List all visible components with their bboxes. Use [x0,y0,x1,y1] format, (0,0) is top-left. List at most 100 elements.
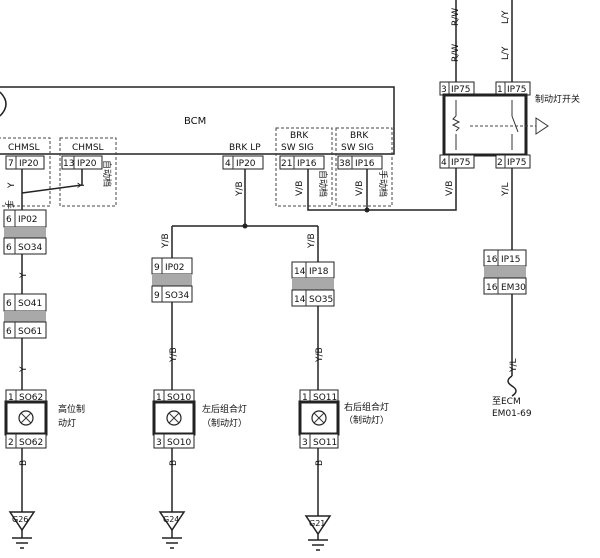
wires [21,0,513,516]
connector-code: SO41 [18,299,42,309]
pin-name-line1: BRK [350,131,369,141]
pin-number: 6 [6,299,12,309]
pin-number: 1 [156,393,162,403]
note-manual: 手动档 [377,170,389,197]
wire-color-labels: R/W R/W L/Y L/Y Y/B V/B Y/L Y/B Y/B Y Y … [19,8,519,466]
connector-code: SO10 [167,438,192,448]
wire-color-rw: R/W [451,8,461,26]
pin-name-line2: SW SIG [281,143,314,153]
connector-code: IP20 [77,159,97,169]
component-label: 右后组合灯 [344,401,389,413]
connector-code: IP75 [451,85,471,95]
component-label: 动灯 [58,418,76,429]
bcm-pin-brk-sw-sig-manual: BRK SW SIG 38 IP16 V/B 手动档 [335,127,393,207]
brake-light-switch: 3 IP75 1 IP75 4 IP75 2 IP75 制动灯开关 [439,81,580,169]
pin-number: 2 [497,158,503,168]
wire-continuation-icon [507,375,517,397]
wire-color-b: B [19,460,29,466]
wire-color-yb: Y/B [235,181,245,197]
pin-number: 21 [281,159,292,169]
wire-color-y: Y [19,272,29,279]
ground-icon [158,511,186,532]
left-rear-combination-lamp: 1 SO10 3 SO10 左后组合灯 （制动灯） [152,389,247,449]
wire-color-vb: V/B [295,181,305,196]
pin-number: 4 [225,159,231,169]
component-label: 高位制 [58,403,85,415]
pin-name: CHMSL [8,143,40,153]
wire-color-yl: Y/L [501,182,511,197]
pin-number: 6 [6,215,12,225]
connector-code: IP20 [236,159,256,169]
ecm-label: 至ECM [492,396,521,407]
pin-name-line2: SW SIG [341,143,374,153]
wire-color-yl: Y/L [509,358,519,373]
ground-g24: G24 [158,511,186,549]
pin-number: 38 [339,159,351,169]
ground-label: G21 [309,519,325,528]
wire-color-yb: Y/B [161,233,171,249]
connector-code: IP20 [19,159,39,169]
bcm-module: BCM [0,86,395,155]
pin-number: 6 [6,327,12,337]
pin-name: CHMSL [72,143,104,153]
right-rear-combination-lamp: 1 SO11 3 SO11 右后组合灯 （制动灯） [298,389,389,449]
pin-number: 2 [8,438,14,448]
ground-label: G24 [163,515,179,524]
connector-code: IP02 [165,263,185,273]
connector-ip15-em30: 16 IP15 16 EM30 [483,249,527,295]
connector-code: IP75 [451,158,471,168]
bcm-label: BCM [184,116,206,127]
connector-code: IP16 [355,159,375,169]
component-label: 制动灯开关 [535,93,580,105]
pin-name-line1: BRK [290,131,309,141]
ground-icon [304,515,332,536]
pin-number: 3 [156,438,162,448]
connector-code: IP02 [18,215,38,225]
wire-color-ly: L/Y [501,10,511,24]
connector-code: IP15 [501,255,521,265]
ground-g21: G21 [304,515,332,551]
pin-number: 13 [63,159,74,169]
connector-code: IP18 [309,267,329,277]
connector-code: SO62 [19,438,43,448]
ecm-pin-label: EM01-69 [492,409,532,419]
component-label: （制动灯） [344,414,389,426]
connector-code: IP75 [507,158,527,168]
ground-label: G26 [12,515,28,524]
ground-icon [8,511,36,532]
component-label: 左后组合灯 [202,403,247,415]
wire-color-yb: Y/B [307,233,317,249]
connector-ip18-so35: 14 IP18 14 SO35 [291,261,335,307]
connector-code: SO62 [19,393,43,403]
pin-number: 14 [294,267,306,277]
pin-number: 4 [441,158,447,168]
pin-number: 6 [6,243,12,253]
pin-name: BRK LP [229,143,261,153]
pin-number: 14 [294,295,306,305]
pin-number: 3 [302,438,308,448]
connector-ip02-so34: 6 IP02 6 SO34 [3,209,47,255]
connector-code: SO34 [18,243,43,253]
pin-number: 16 [486,283,498,293]
wire-color-ly: L/Y [501,46,511,60]
pin-number: 1 [497,85,503,95]
connector-code: SO34 [165,291,190,301]
wire-color-yb: Y/B [315,347,325,363]
note-auto: 自动档 [101,160,113,187]
connector-code: EM30 [501,283,526,293]
ecm-reference: 至ECM EM01-69 [492,375,532,419]
connector-code: SO11 [313,393,337,403]
connector-code: SO35 [309,295,333,305]
wire-color-y: Y [19,366,29,373]
connector-so41-so61: 6 SO41 6 SO61 [3,293,47,339]
wire-color-yb: Y/B [169,347,179,363]
pin-number: 1 [302,393,308,403]
pin-number: 1 [8,393,14,403]
ground-g26: G26 [8,511,36,549]
wire-color-vb: V/B [445,181,455,196]
wire-color-b: B [169,460,179,466]
wire-color-vb: V/B [355,181,365,196]
connector-code: IP16 [297,159,317,169]
note-auto: 自动档 [317,170,329,197]
